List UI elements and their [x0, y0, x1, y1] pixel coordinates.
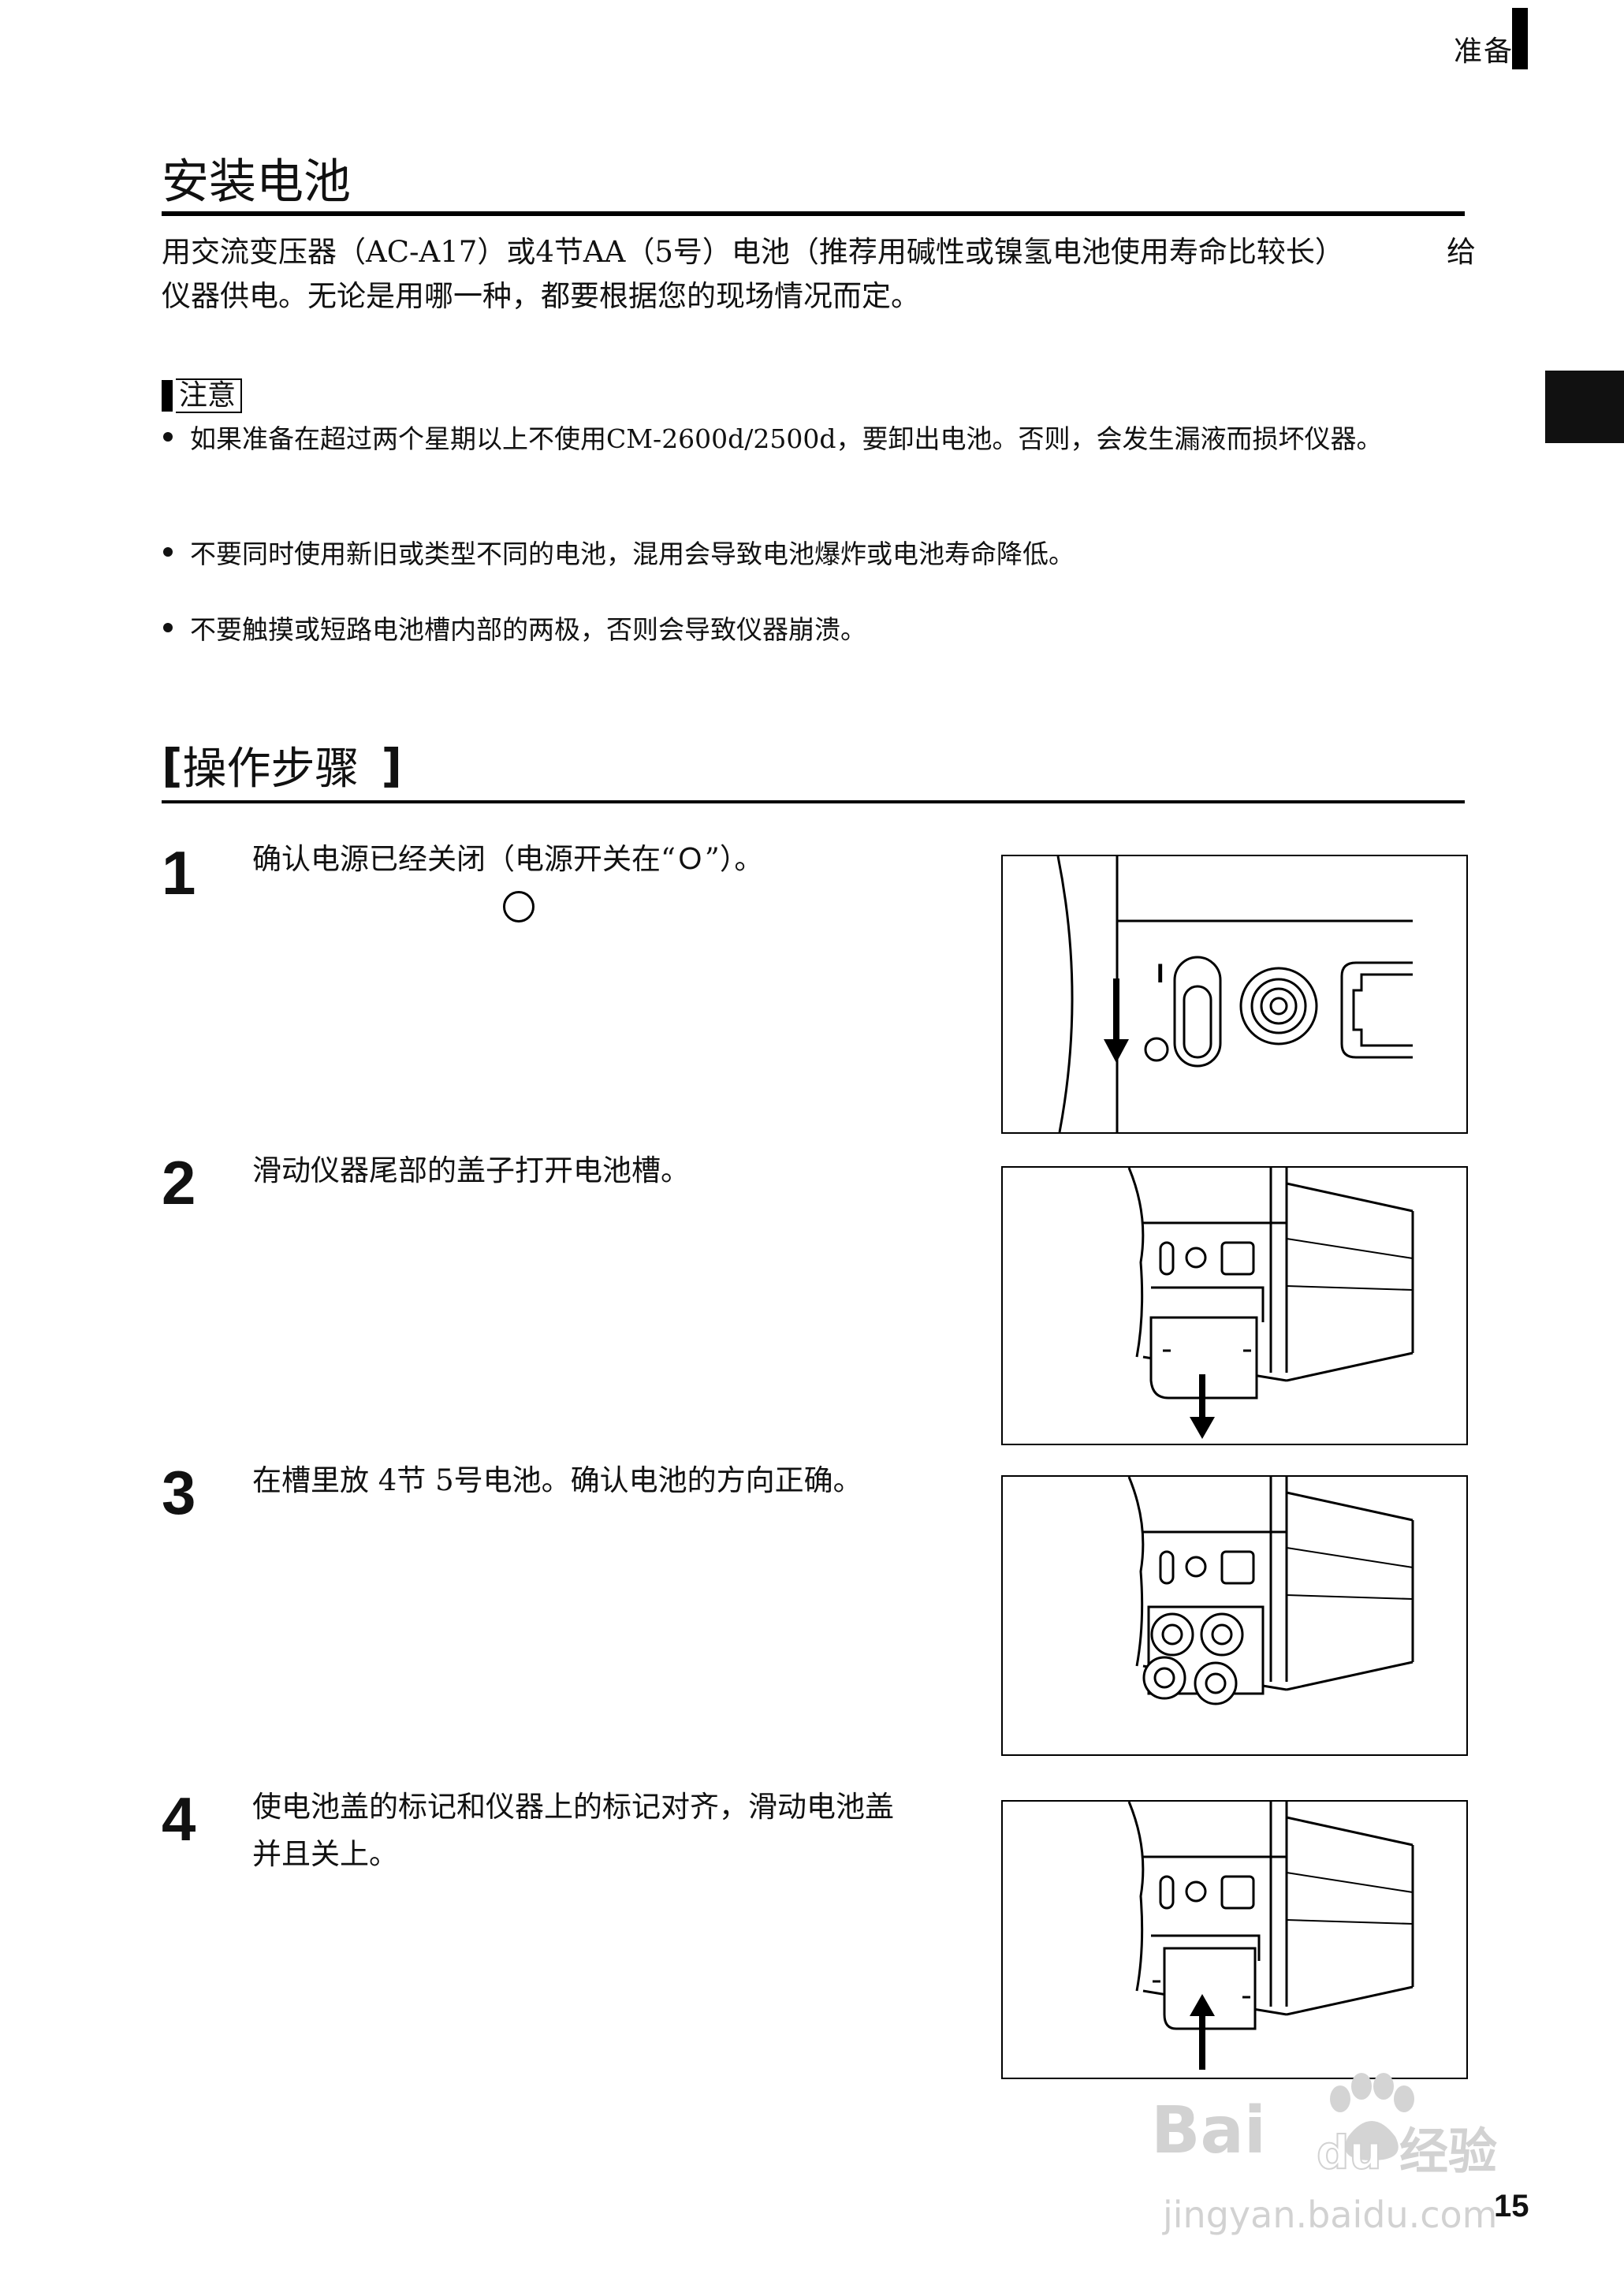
caution-item-text: 如果准备在超过两个星期以上不使用CM-2600d/2500d，要卸出电池。否则，… [190, 423, 1383, 454]
step-number: 4 [162, 1784, 196, 1854]
section-tag: 准备 [1453, 35, 1514, 68]
intro-line-1: 用交流变压器（AC-A17）或4节AA（5号）电池（推荐用碱性或镍氢电池使用寿命… [162, 235, 1344, 269]
intro-paragraph: 用交流变压器（AC-A17）或4节AA（5号）电池（推荐用碱性或镍氢电池使用寿命… [162, 230, 1486, 319]
bracket-open: [ [162, 738, 183, 792]
svg-text:du: du [1317, 2126, 1382, 2179]
svg-text:经验: 经验 [1399, 2123, 1497, 2180]
step-text-line-1: 使电池盖的标记和仪器上的标记对齐，滑动电池盖 [252, 1790, 894, 1824]
step-text: 确认电源已经关闭（电源开关在“Ｏ”）。 [252, 842, 764, 876]
step-number: 1 [162, 838, 196, 908]
step-text-line-2: 并且关上。 [252, 1837, 398, 1871]
figure-insert-batteries [1001, 1475, 1468, 1756]
step-text: 在槽里放 4节 5号电池。确认电池的方向正确。 [252, 1463, 862, 1497]
page-title: 安装电池 [162, 155, 351, 210]
power-switch-illustration: I [1056, 856, 1413, 1132]
close-cover-illustration [1127, 1802, 1414, 2070]
svg-text:Bai: Bai [1151, 2093, 1266, 2168]
section-bar [1512, 8, 1528, 69]
caution-item-text: 不要触摸或短路电池槽内部的两极，否则会导致仪器崩溃。 [190, 614, 866, 645]
caution-item: 不要同时使用新旧或类型不同的电池，混用会导致电池爆炸或电池寿命降低。 [162, 533, 1075, 571]
bullet-icon [163, 623, 173, 632]
page-number: 15 [1494, 2189, 1529, 2223]
intro-line-2: 仪器供电。无论是用哪一种，都要根据您的现场情况而定。 [162, 279, 920, 313]
side-tab [1545, 371, 1624, 443]
power-off-symbol-icon [503, 891, 535, 922]
step-text: 使电池盖的标记和仪器上的标记对齐，滑动电池盖 并且关上。 [252, 1784, 962, 1878]
baidu-paw-logo-icon: Bai du 经验 jingyan.baidu.com [1151, 2073, 1498, 2236]
caution-heading: 注意 [162, 378, 243, 413]
svg-text:jingyan.baidu.com: jingyan.baidu.com [1162, 2194, 1498, 2236]
caution-item-text: 不要同时使用新旧或类型不同的电池，混用会导致电池爆炸或电池寿命降低。 [190, 539, 1075, 569]
figure-close-battery-cover [1001, 1800, 1468, 2079]
insert-batteries-illustration [1127, 1477, 1414, 1705]
step-number: 2 [162, 1148, 196, 1217]
bullet-icon [163, 547, 173, 557]
switch-on-label: I [1157, 959, 1164, 989]
caution-marker [162, 380, 173, 412]
intro-line-1-tail: 给 [1447, 235, 1476, 269]
title-rule [162, 211, 1465, 216]
caution-label: 注意 [176, 378, 243, 413]
step-number: 3 [162, 1458, 196, 1527]
procedure-title: 操作步骤 [182, 744, 359, 795]
bracket-close: ] [381, 738, 403, 792]
figure-power-switch: I [1001, 855, 1468, 1134]
watermark-logo: Bai du 经验 jingyan.baidu.com [1147, 2050, 1525, 2247]
open-cover-illustration [1127, 1168, 1414, 1439]
caution-item: 不要触摸或短路电池槽内部的两极，否则会导致仪器崩溃。 [162, 609, 866, 647]
caution-item: 如果准备在超过两个星期以上不使用CM-2600d/2500d，要卸出电池。否则，… [162, 418, 1383, 456]
procedure-heading: [ 操作步骤 ] [162, 733, 402, 797]
procedure-rule [162, 800, 1465, 803]
bullet-icon [163, 432, 173, 442]
figure-open-battery-cover [1001, 1166, 1468, 1445]
step-text: 滑动仪器尾部的盖子打开电池槽。 [252, 1154, 690, 1187]
